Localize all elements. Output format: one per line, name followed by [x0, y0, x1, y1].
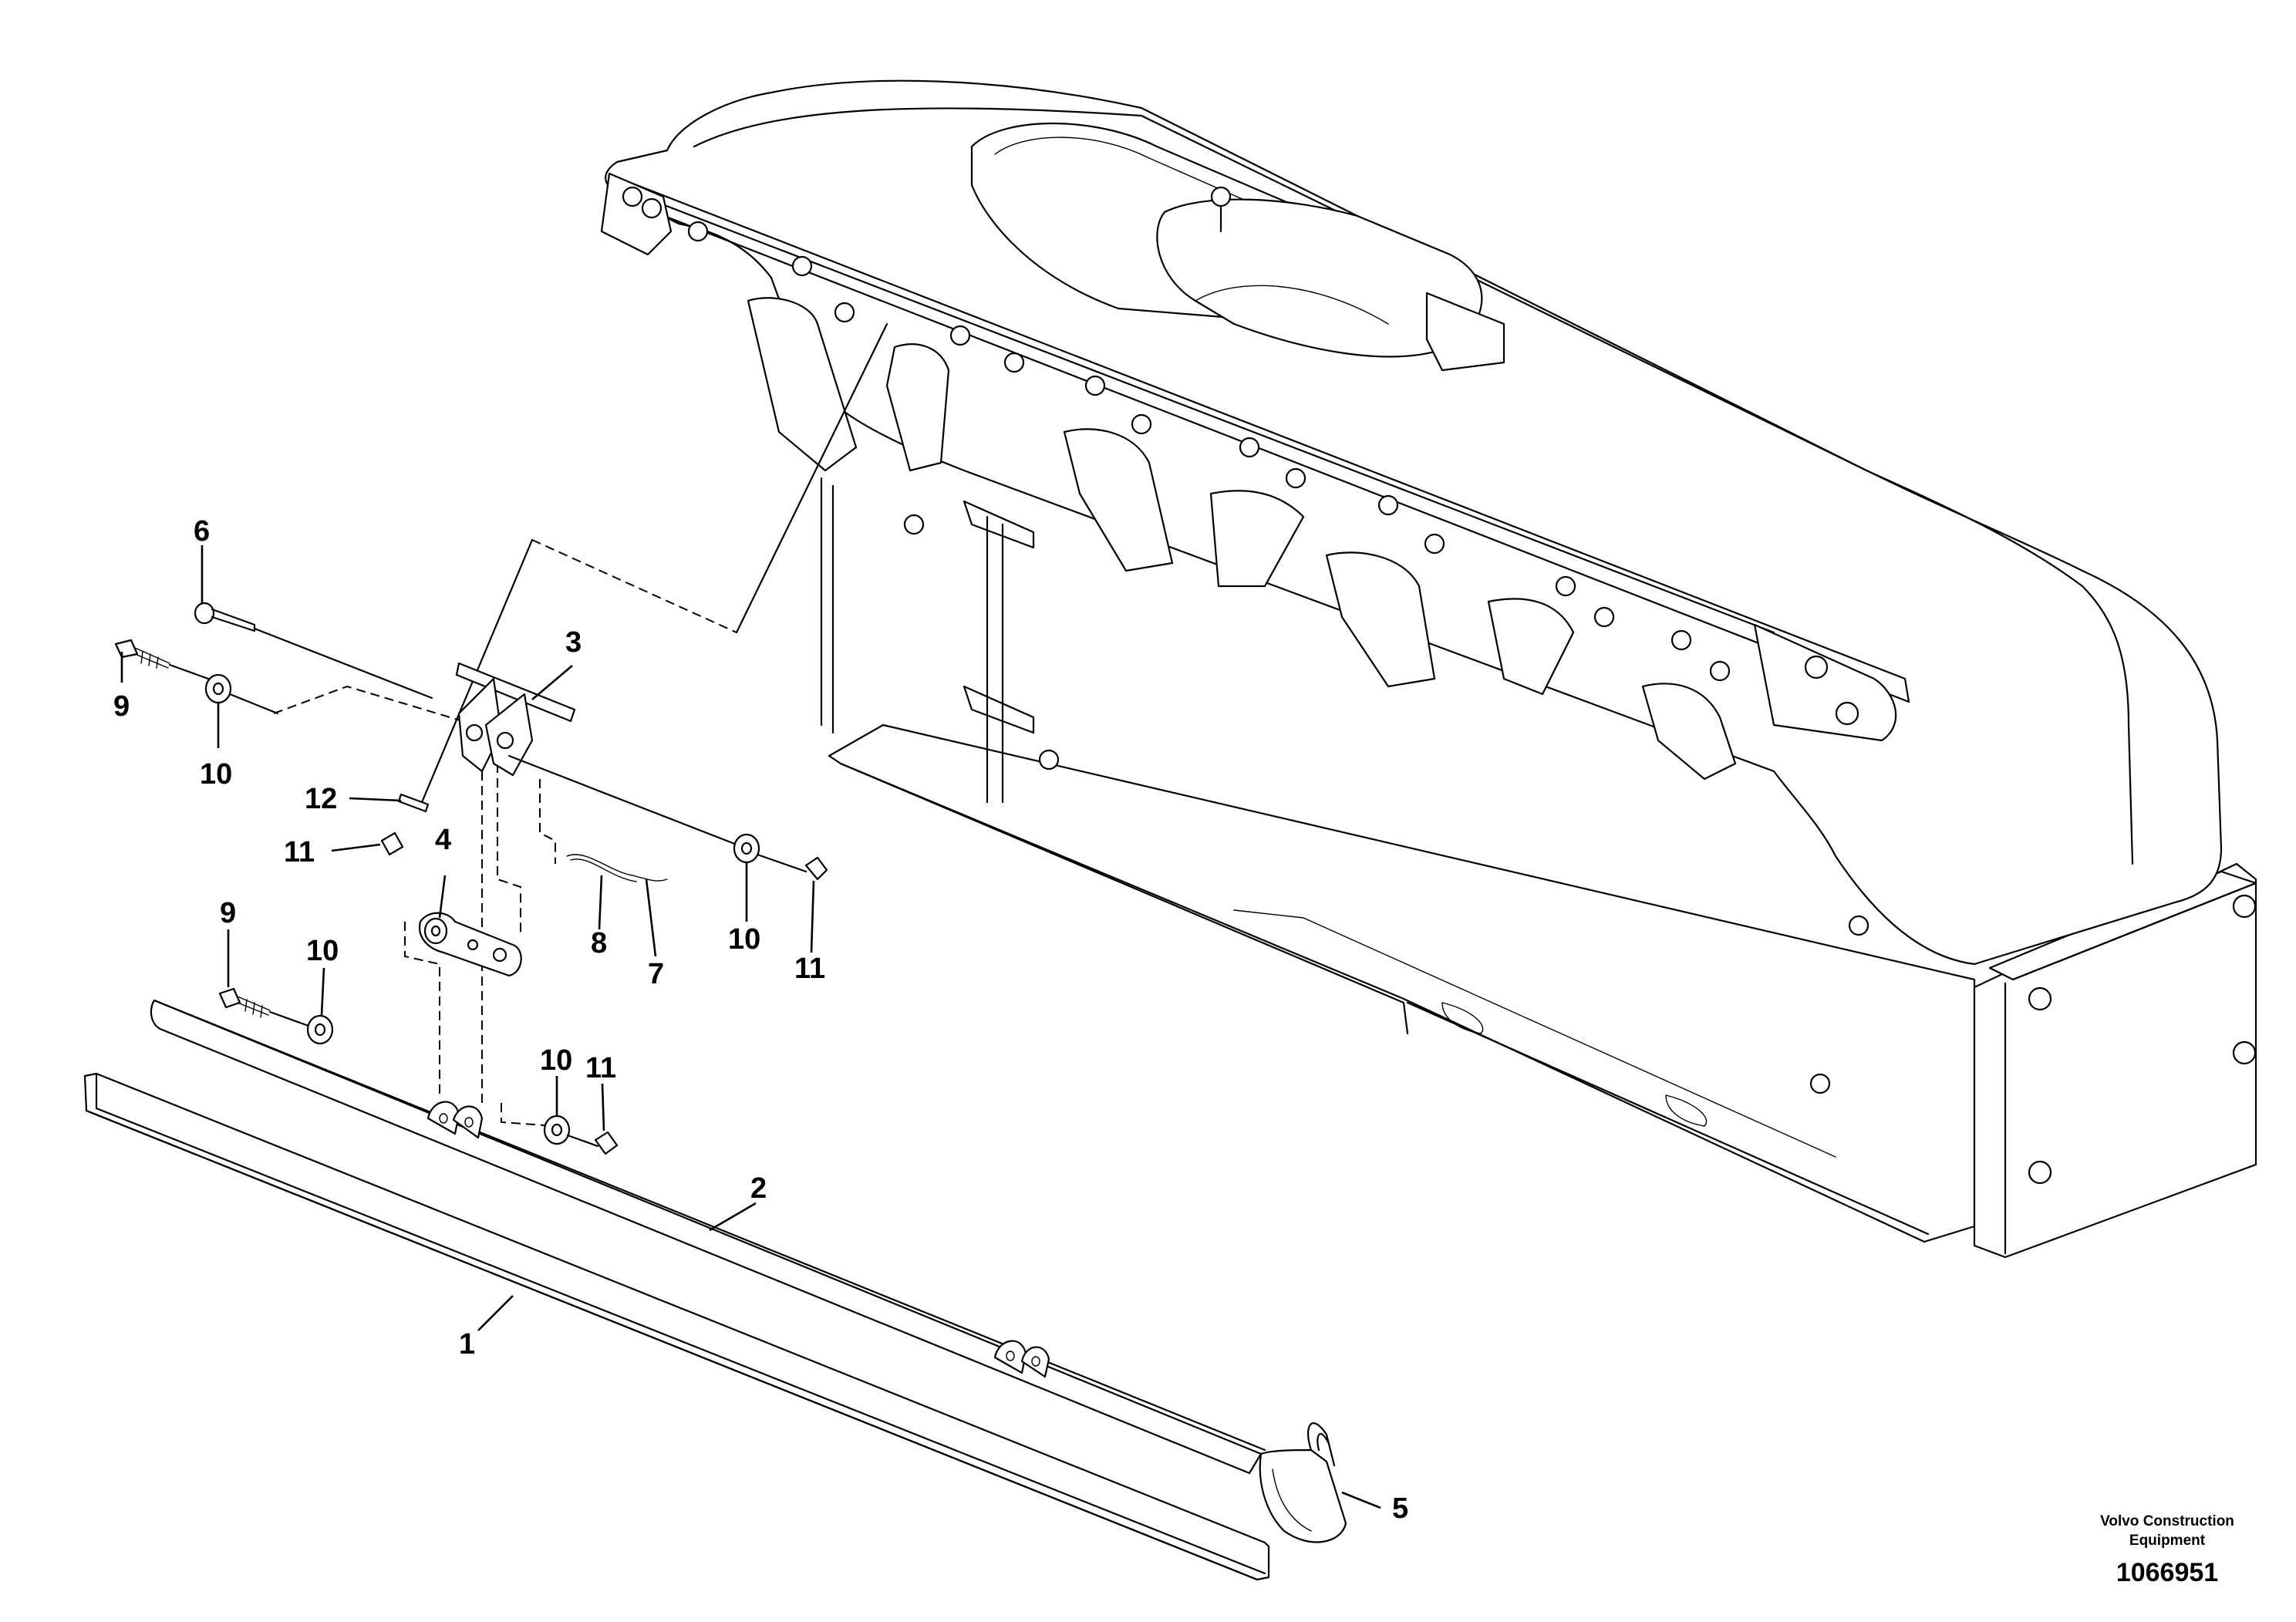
- nut-part-11-upper-left: [380, 831, 404, 856]
- callout-9-lower: 9: [220, 897, 236, 929]
- washer-part-10-lower-left: [306, 1014, 334, 1045]
- callout-3: 3: [565, 626, 582, 659]
- callout-11-upper-left: 11: [284, 836, 315, 868]
- cable-tie-part-5: [1259, 1422, 1347, 1543]
- callout-10-upper-right: 10: [728, 923, 760, 956]
- cable-parts-7-8: [566, 854, 668, 882]
- nut-part-11-lower: [594, 1131, 619, 1155]
- nut-part-11-upper-right: [804, 856, 828, 881]
- footer: Volvo Construction Equipment 1066951: [2100, 1513, 2234, 1587]
- washer-part-10-upper-left: [204, 673, 279, 715]
- callout-12: 12: [305, 783, 337, 815]
- callout-2: 2: [750, 1172, 767, 1205]
- washer-part-10-upper-right: [733, 833, 807, 873]
- pin-part-6: [194, 602, 433, 700]
- bolt-part-9-lower: [218, 987, 310, 1027]
- rod-part-2: [150, 999, 1266, 1475]
- callout-6: 6: [194, 515, 210, 548]
- callout-9-upper: 9: [113, 690, 130, 723]
- link-plate-part-4: [418, 912, 522, 977]
- hinge-bracket-part-3: [455, 662, 576, 777]
- callout-7: 7: [648, 958, 664, 990]
- strip-part-1: [83, 1072, 1270, 1581]
- brand-line-1: Volvo Construction: [2100, 1513, 2234, 1529]
- callout-5: 5: [1392, 1492, 1408, 1525]
- callout-4: 4: [435, 824, 451, 856]
- callout-10-lower-right: 10: [540, 1044, 572, 1077]
- injector-row: [641, 197, 1731, 682]
- washer-part-10-lower-right: [543, 1114, 599, 1148]
- callout-1: 1: [459, 1328, 475, 1361]
- leader-lines: [120, 545, 1381, 1509]
- brand-line-2: Equipment: [2129, 1533, 2206, 1549]
- callout-10-upper-left: 10: [200, 758, 232, 791]
- shaft-right: [507, 754, 738, 846]
- engine-hood-assembly: [600, 79, 2257, 1259]
- callout-10-lower-left: 10: [306, 935, 339, 967]
- figure-number: 1066951: [2116, 1558, 2218, 1587]
- retaining-pin-part-12: [397, 793, 430, 813]
- bolt-part-9-upper: [114, 639, 210, 680]
- callout-11-upper-right: 11: [794, 953, 825, 985]
- callout-labels: 6 3 9 10 12 11 4 8 7 10 11 9 10 10 11 2 …: [113, 515, 1408, 1525]
- callout-11-lower: 11: [585, 1052, 616, 1084]
- callout-8: 8: [591, 927, 607, 959]
